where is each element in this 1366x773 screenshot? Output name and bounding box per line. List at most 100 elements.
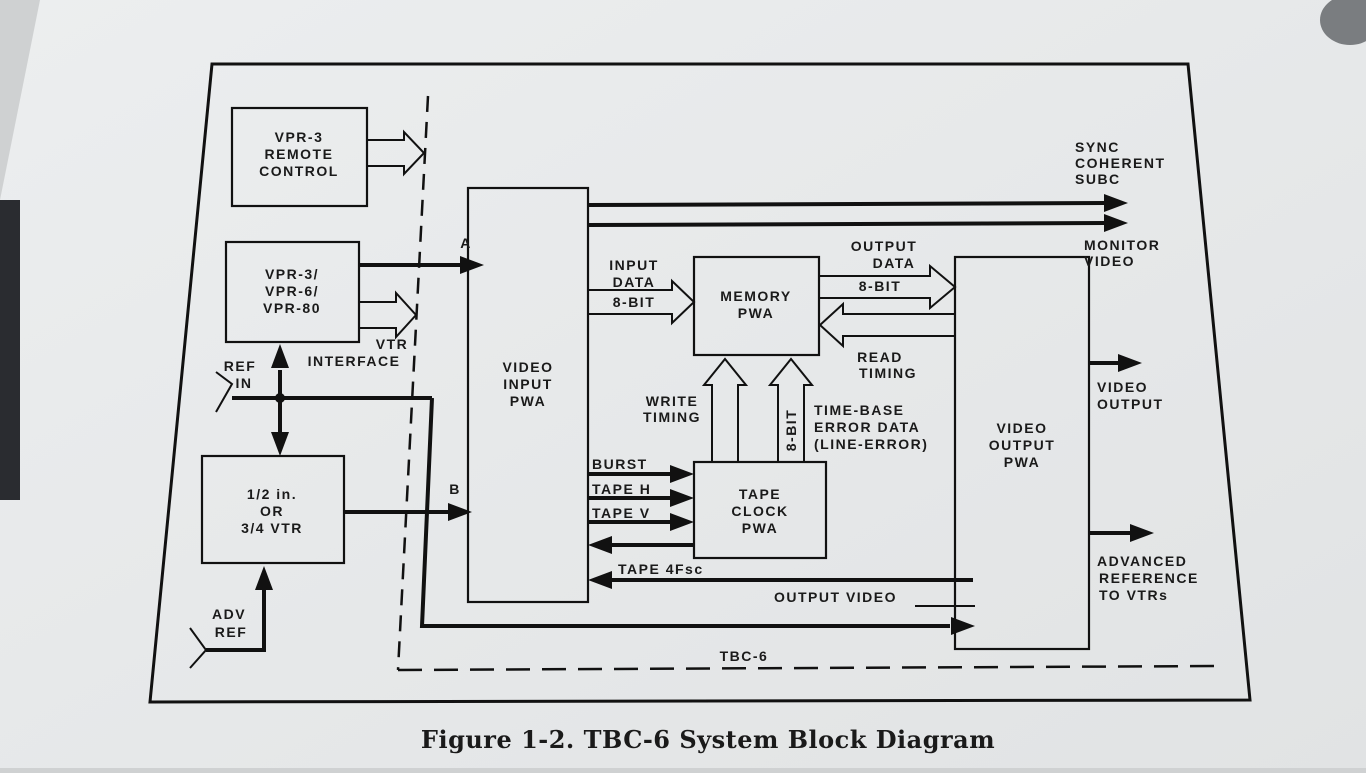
write-timing-label-2: TIMING <box>643 409 701 425</box>
adv-ref-label-2: REF <box>215 624 248 640</box>
time-base-error-label-2: ERROR DATA <box>814 419 920 435</box>
tbc6-boundary-bottom <box>397 664 1223 672</box>
ref-in-label-1: REF <box>224 358 257 374</box>
advanced-reference-label-2: REFERENCE <box>1099 570 1199 586</box>
remote-control-line-2: REMOTE <box>265 146 334 162</box>
video-output-line-1: VIDEO <box>996 420 1047 436</box>
read-timing-label-2: TIMING <box>859 365 917 381</box>
remote-control-line-3: CONTROL <box>259 163 339 179</box>
vtr-interface-label-1: VTR <box>376 336 409 352</box>
figure-caption: Figure 1-2. TBC-6 System Block Diagram <box>421 725 995 754</box>
video-input-line-1: VIDEO <box>502 359 553 375</box>
video-output-line-2: OUTPUT <box>989 437 1056 453</box>
sync-coherent-label-1: SYNC <box>1075 139 1120 155</box>
video-output-out-label-2: OUTPUT <box>1097 396 1164 412</box>
remote-control-line-1: VPR-3 <box>275 129 324 145</box>
outer-frame <box>148 62 1252 704</box>
advanced-reference-label-3: TO VTRs <box>1099 587 1168 603</box>
tape-4fsc-arrowhead <box>588 571 612 589</box>
read-timing-bus-arrow <box>818 301 956 349</box>
vtr-interface-bus-arrow <box>358 290 418 340</box>
ref-to-video-output-line <box>419 397 950 628</box>
memory-line-1: MEMORY <box>720 288 791 304</box>
adv-ref-arrowhead <box>255 566 273 590</box>
vtr-interface-label-2: INTERFACE <box>308 353 401 369</box>
tape-v-arrowhead <box>670 513 694 531</box>
advanced-reference-arrowhead <box>1130 524 1154 542</box>
tape-clock-pwa-box <box>692 460 828 560</box>
video-input-line-3: PWA <box>510 393 546 409</box>
tape-clock-line-2: CLOCK <box>731 503 788 519</box>
video-output-out-label-1: VIDEO <box>1097 379 1148 395</box>
vpr-line-3: VPR-80 <box>263 300 321 316</box>
vtr-line-3: 3/4 VTR <box>241 520 303 536</box>
read-timing-label-1: READ <box>857 349 903 365</box>
adv-ref-label-1: ADV <box>212 606 246 622</box>
vpr-line-2: VPR-6/ <box>265 283 319 299</box>
vpr-box <box>224 240 361 344</box>
path-b-arrowhead <box>448 503 472 521</box>
output-data-label-3: 8-BIT <box>859 278 902 294</box>
output-data-label-2: DATA <box>873 255 916 271</box>
book-edge-shadow <box>0 200 20 500</box>
vtr-box <box>200 454 346 565</box>
tape-clock-line-1: TAPE <box>739 486 781 502</box>
ref-down-arrowhead <box>271 432 289 456</box>
adv-ref-line <box>206 590 266 652</box>
time-base-error-label-1: TIME-BASE <box>814 402 905 418</box>
burst-label: BURST <box>592 456 648 472</box>
tape-h-label: TAPE H <box>592 481 651 497</box>
video-output-line-3: PWA <box>1004 454 1040 470</box>
input-data-label-2: DATA <box>613 274 656 290</box>
binder-ring <box>1320 0 1366 45</box>
input-data-label-1: INPUT <box>609 257 659 273</box>
monitor-video-line <box>587 221 1106 227</box>
eight-bit-vertical-label: 8-BIT <box>783 409 799 452</box>
path-b-label: B <box>449 481 461 497</box>
monitor-video-arrowhead <box>1104 214 1128 232</box>
write-timing-bus-arrow <box>701 357 749 463</box>
ref-in-connector <box>215 371 234 413</box>
vtr-line-1: 1/2 in. <box>247 486 297 502</box>
input-data-label-3: 8-BIT <box>613 294 656 310</box>
tape-4fsc-label: TAPE 4Fsc <box>618 561 704 577</box>
video-output-arrowhead <box>1118 354 1142 372</box>
monitor-video-label-1: MONITOR <box>1084 237 1160 253</box>
advanced-reference-label-1: ADVANCED <box>1097 553 1187 569</box>
monitor-video-label-2: VIDEO <box>1084 253 1135 269</box>
sync-coherent-arrowhead <box>1104 194 1128 212</box>
time-base-error-label-3: (LINE-ERROR) <box>814 436 928 452</box>
memory-line-2: PWA <box>738 305 774 321</box>
vtr-line-2: OR <box>260 503 284 519</box>
input-data-bus-arrow <box>587 278 696 326</box>
tape-v-label: TAPE V <box>592 505 651 521</box>
tbc6-boundary-label: TBC-6 <box>720 648 769 664</box>
ref-to-video-output-arrowhead <box>951 617 975 635</box>
tape-h-arrowhead <box>670 489 694 507</box>
time-base-error-bus-arrow <box>767 357 815 463</box>
vpr-line-1: VPR-3/ <box>265 266 319 282</box>
burst-arrowhead <box>670 465 694 483</box>
write-timing-label-1: WRITE <box>646 393 699 409</box>
ref-up-arrowhead <box>271 344 289 368</box>
sync-coherent-label-3: SUBC <box>1075 171 1121 187</box>
output-data-label-1: OUTPUT <box>851 238 918 254</box>
video-output-pwa-box <box>953 255 1091 651</box>
sync-coherent-label-2: COHERENT <box>1075 155 1166 171</box>
vtr-interface-boundary-vertical <box>396 95 430 671</box>
output-data-bus-arrow <box>818 263 957 311</box>
path-a-arrowhead <box>460 256 484 274</box>
tape-clock-return-arrowhead <box>588 536 612 554</box>
tape-clock-line-3: PWA <box>742 520 778 536</box>
output-video-label: OUTPUT VIDEO <box>774 589 897 605</box>
remote-bus-arrow <box>366 129 426 177</box>
path-a-label: A <box>460 235 472 251</box>
video-input-line-2: INPUT <box>503 376 553 392</box>
memory-pwa-box <box>692 255 821 357</box>
ref-in-label-2: IN <box>236 375 253 391</box>
sync-coherent-line <box>587 201 1106 207</box>
video-input-pwa-box <box>466 186 590 604</box>
